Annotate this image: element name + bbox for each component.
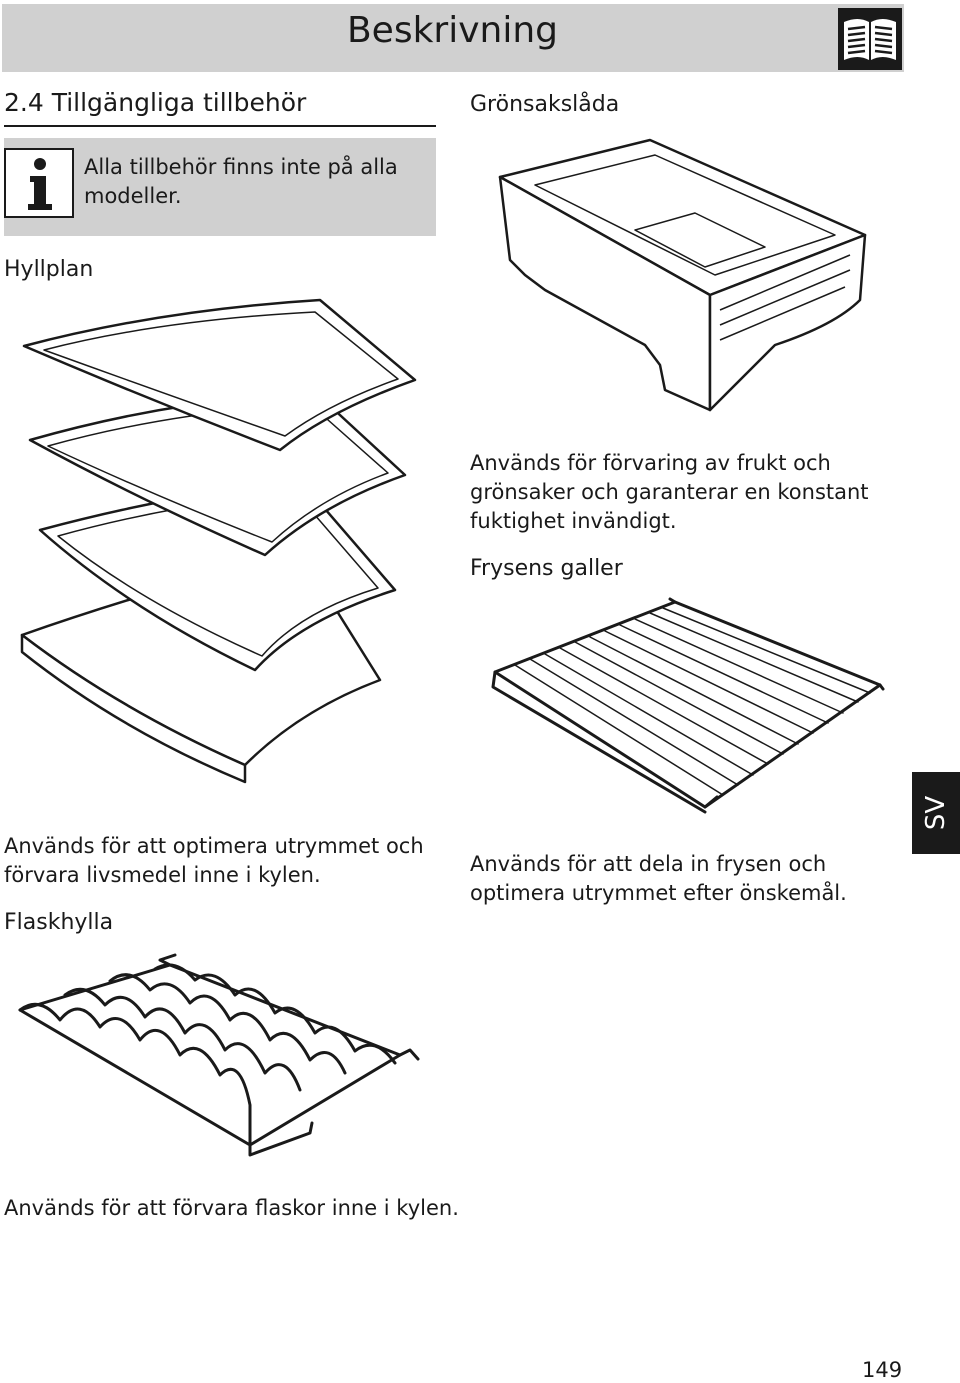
section-divider <box>4 125 436 127</box>
crisper-title: Grönsakslåda <box>470 92 620 117</box>
bottle-rack-description: Används för att förvara flaskor inne i k… <box>4 1196 459 1220</box>
note-box <box>4 138 436 236</box>
page-title: Beskrivning <box>346 10 559 51</box>
shelves-title: Hyllplan <box>4 257 94 282</box>
section-heading: 2.4 Tillgängliga tillbehör <box>4 88 307 117</box>
language-tab <box>912 772 960 854</box>
shelves-description: Används för att optimera utrymmet och fö… <box>4 834 424 887</box>
crisper-description: Används för förvaring av frukt och gröns… <box>470 451 869 533</box>
freezer-grid-description: Används för att dela in frysen och optim… <box>470 852 847 905</box>
header-bar <box>2 4 904 72</box>
bottle-rack-title: Flaskhylla <box>4 910 114 935</box>
note-text: Alla tillbehör finns inte på alla modell… <box>84 155 398 208</box>
page-number: 149 <box>862 1358 903 1382</box>
book-icon <box>838 8 902 70</box>
language-code: SV <box>920 795 951 831</box>
info-icon <box>4 148 74 218</box>
language-tab-label: SV <box>912 772 960 854</box>
bottle-rack-illustration <box>18 953 420 1157</box>
crisper-illustration <box>498 138 867 412</box>
freezer-grid-illustration <box>491 597 885 814</box>
freezer-grid-title: Frysens galler <box>470 556 623 581</box>
shelves-illustration <box>20 298 417 784</box>
